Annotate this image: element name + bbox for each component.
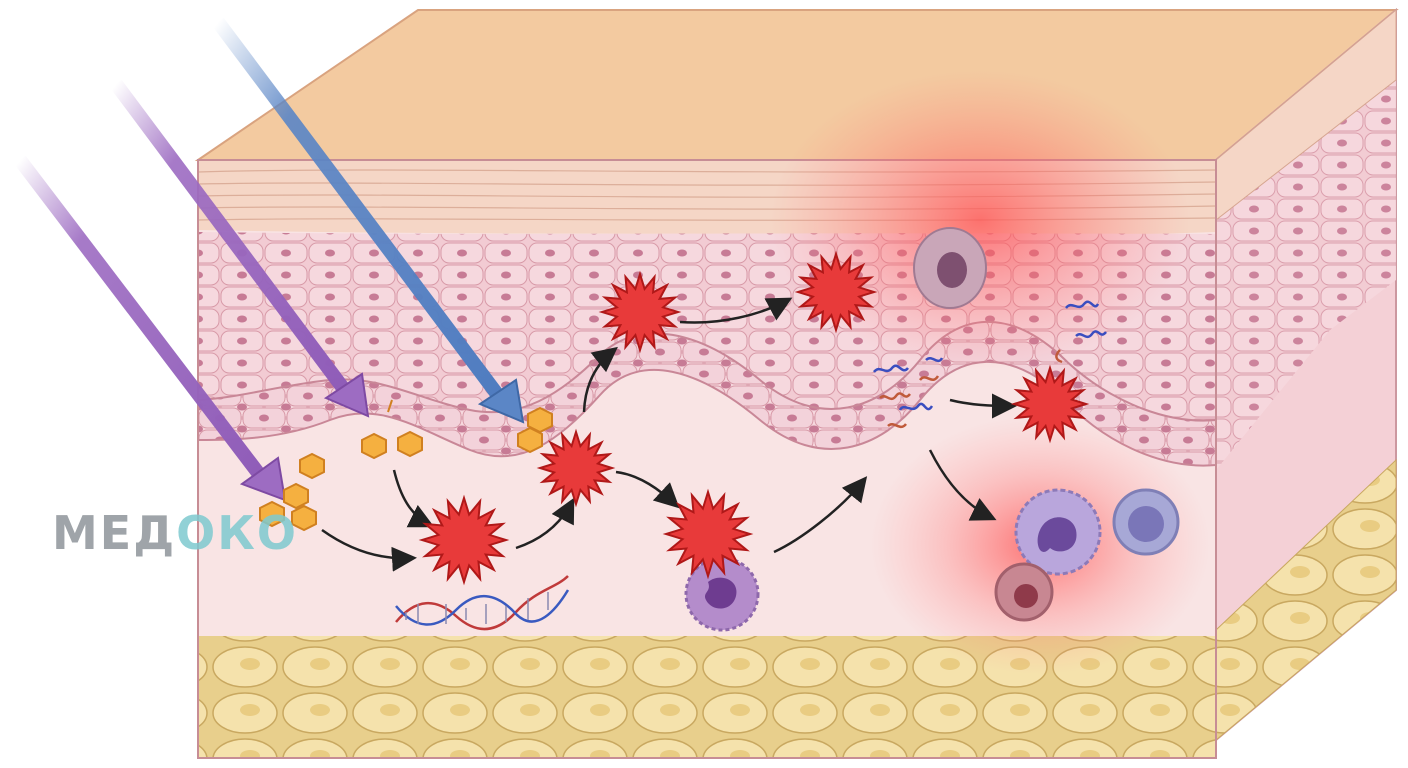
immune-cell-icon xyxy=(1014,488,1102,576)
chromophore-molecule-icon xyxy=(259,452,325,532)
uva-arrow-1 xyxy=(14,155,287,502)
ros-starburst-icon xyxy=(598,270,682,354)
uv-arrow-icon xyxy=(477,378,525,424)
chromophore-molecule-icon xyxy=(361,399,423,460)
side-epidermis xyxy=(1216,80,1396,470)
ros-starburst-icon xyxy=(536,428,616,508)
ros-starburst-icon xyxy=(418,494,510,586)
chromophore-molecule-icon xyxy=(517,406,553,454)
uva-arrow-2 xyxy=(110,79,370,418)
watermark-part2: ОКО xyxy=(176,506,298,560)
langerhans-cell xyxy=(913,227,987,309)
reaction-arrows xyxy=(321,297,1017,572)
collagen-fragment-icon xyxy=(1055,300,1107,364)
uv-arrow-icon xyxy=(239,456,287,502)
skin-top-surface xyxy=(194,9,1399,161)
uvb-arrow xyxy=(212,17,525,424)
ros-starburst-icon xyxy=(662,488,754,580)
inflammation-glow-top xyxy=(770,70,1190,370)
collagen-fragment-icon xyxy=(873,357,944,429)
uv-arrow-icon xyxy=(323,372,370,418)
immune-cell-icon xyxy=(994,562,1054,622)
ros-starburst-icon xyxy=(1010,364,1090,444)
watermark-part1: МЕД xyxy=(52,506,177,560)
immune-cell-icon xyxy=(1112,488,1180,556)
medoko-watermark: МЕДОКО xyxy=(52,506,298,560)
ros-starburst-icon xyxy=(794,250,878,334)
dna-helix-icon xyxy=(395,575,570,631)
